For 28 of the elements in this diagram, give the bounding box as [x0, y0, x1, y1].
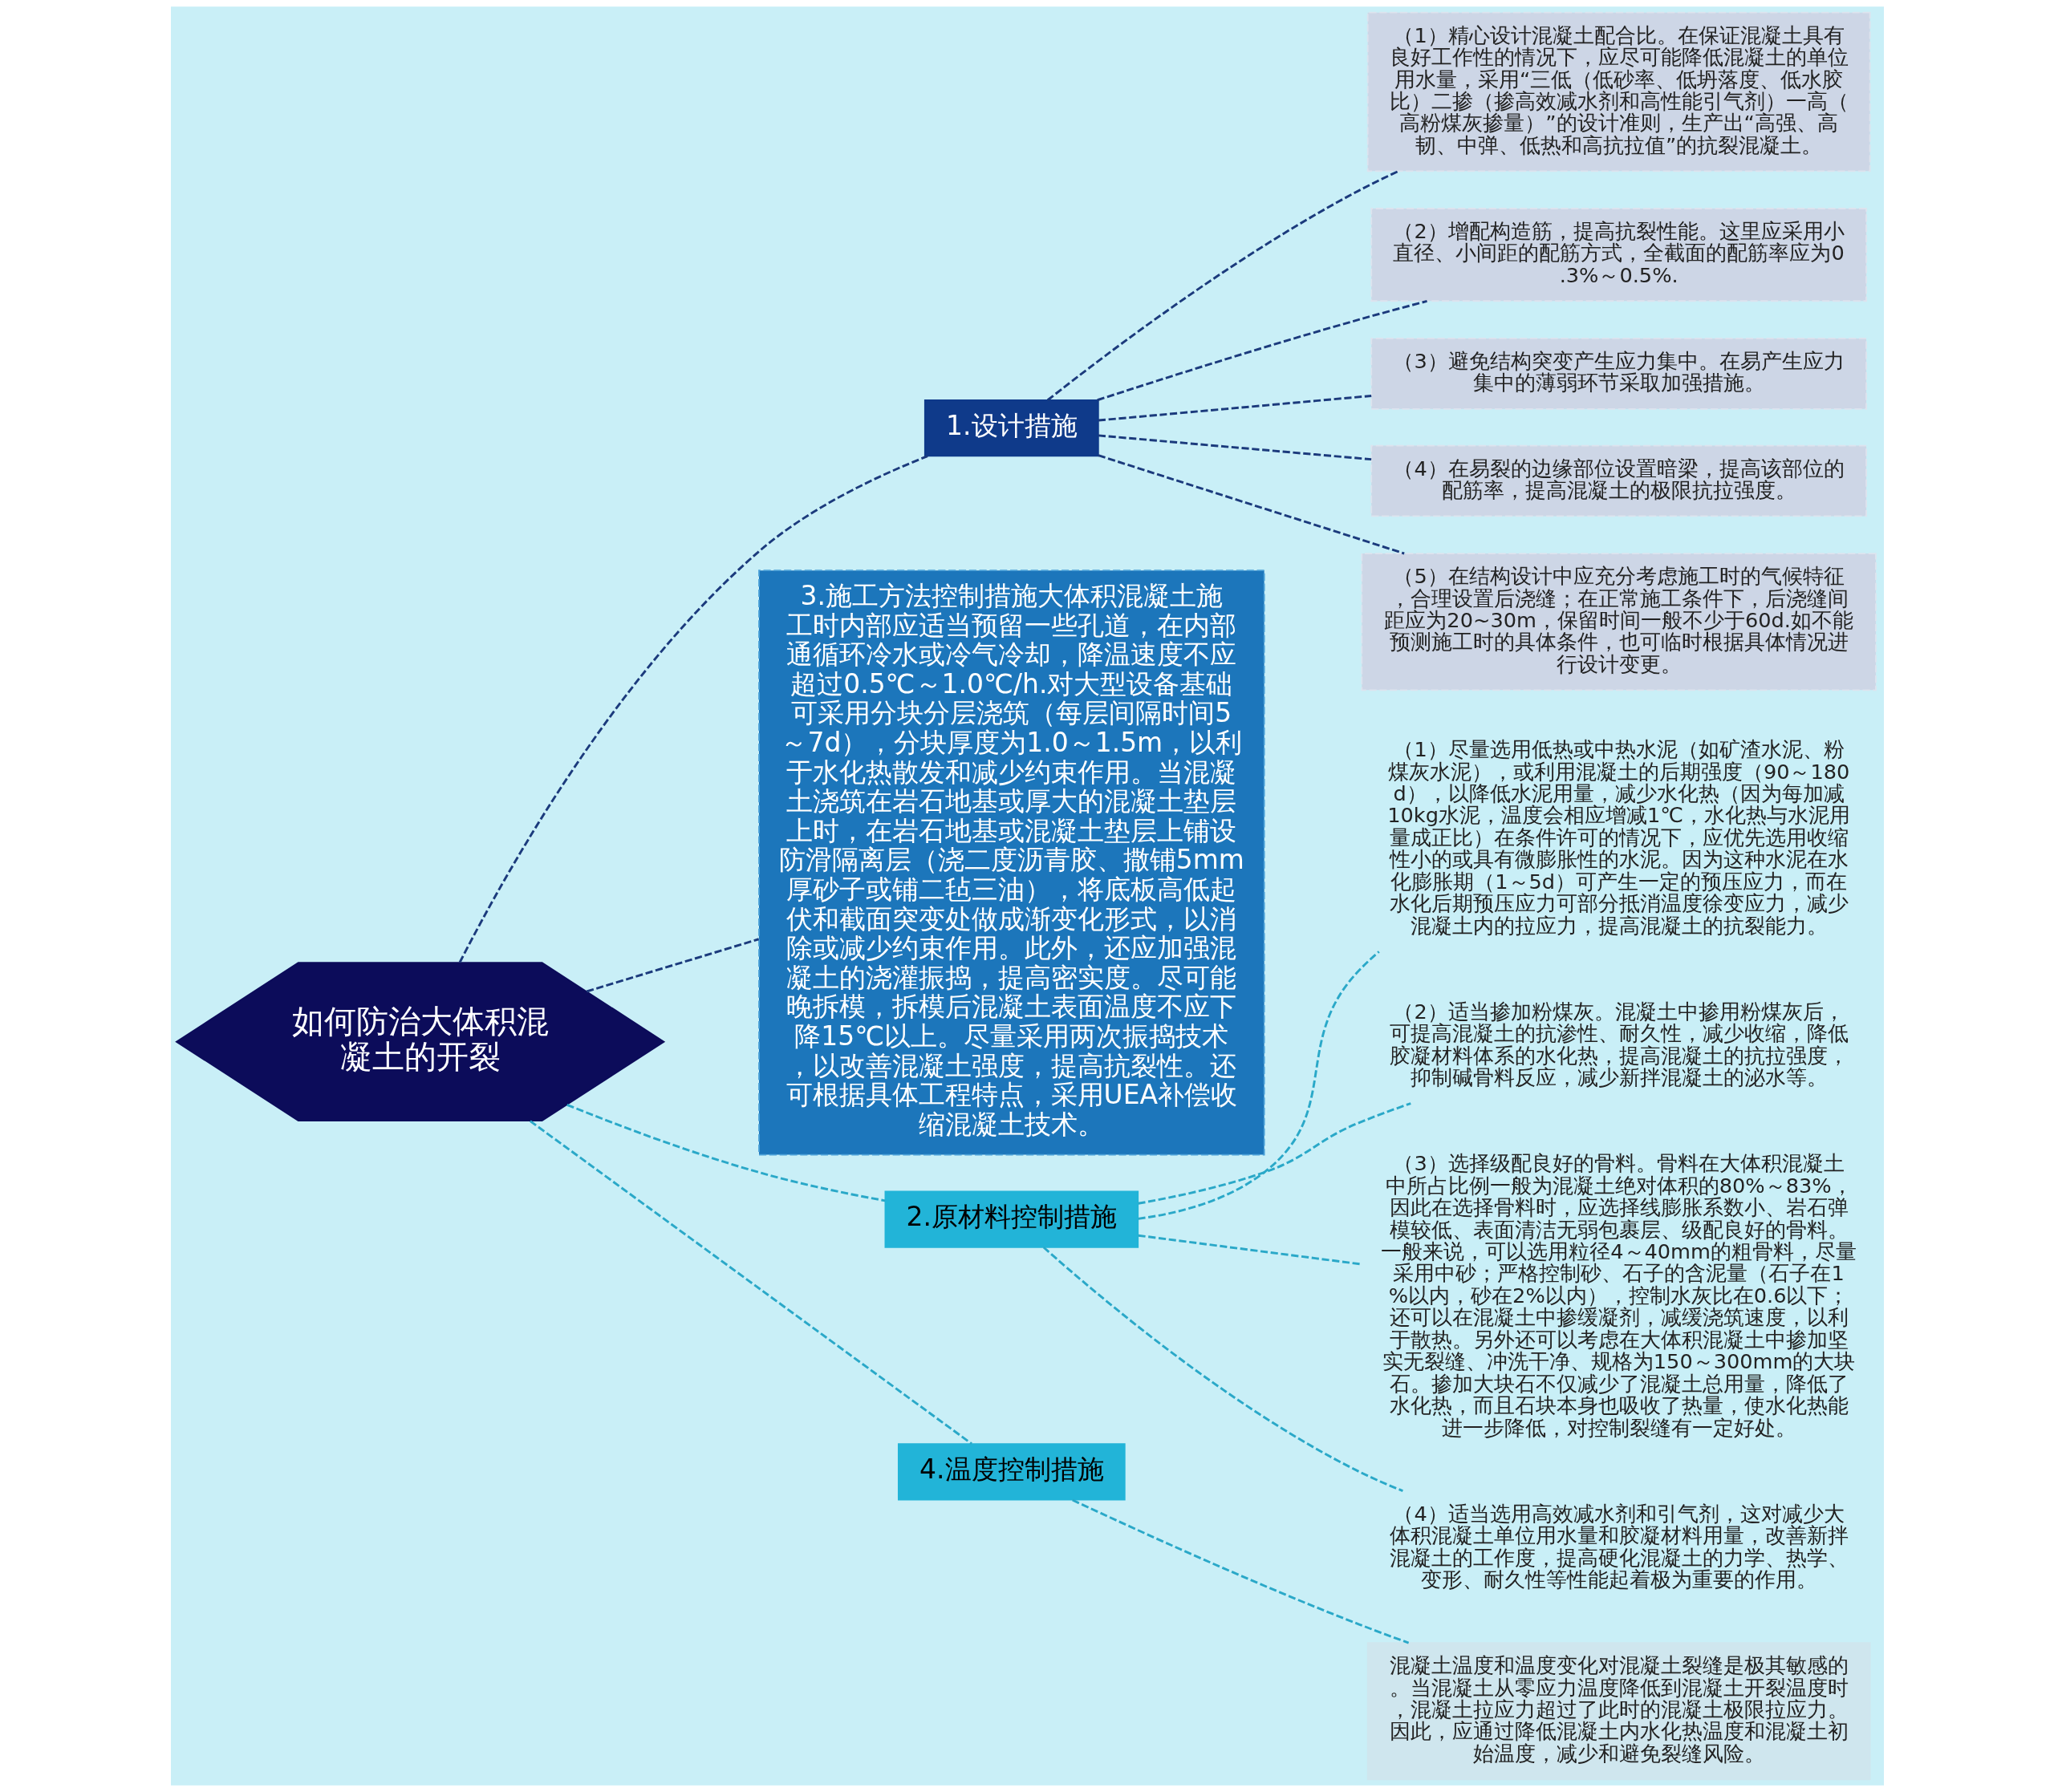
connector [1046, 170, 1399, 401]
connector [1098, 454, 1405, 555]
connector [1137, 951, 1380, 1220]
connector [1071, 1498, 1409, 1644]
node-box: 4.温度控制措施 [897, 1443, 1126, 1501]
node-box: 混凝土温度和温度变化对混凝土裂缝是极其敏感的。当混凝土从零应力温度降低到混凝土开裂温度时，混凝土拉应力超过了此时的混凝土极限拉应力。因此，应通过降低混凝土内水化热温度和混凝土初始温度，减少和避免裂缝风险。 [1366, 1642, 1871, 1781]
node-box: 1.设计措施 [923, 399, 1099, 457]
connector [566, 1103, 886, 1202]
node-box: （5）在结构设计中应充分考虑施工时的气候特征，合理设置后浇缝；在正常施工条件下，后浇缝间距应为20~30m，保留时间一般不少于60d.如不能预测施工时的具体条件，也可临时根据具体情况进行设计变更。 [1360, 553, 1877, 691]
connector [529, 1120, 972, 1445]
node-text: （2）适当掺加粉煤灰。混凝土中掺用粉煤灰后，可提高混凝土的抗渗性、耐久性，减少收缩，降低胶凝材料体系的水化热，提高混凝土的抗拉强度，抑制碱骨料反应，减少新拌混凝土的泌水等。 [1389, 999, 1849, 1090]
connector [1138, 1234, 1360, 1266]
connector [586, 938, 759, 993]
connector [1098, 434, 1371, 461]
connector [458, 455, 928, 963]
connector [1096, 300, 1427, 402]
node-box: （3）避免结构突变产生应力集中。在易产生应力集中的薄弱环节采取加强措施。 [1370, 338, 1867, 410]
node-box: 3.施工方法控制措施大体积混凝土施工时内部应适当预留一些孔道，在内部通循环冷水或冷气冷却，降温速度不应超过0.5℃～1.0℃/h.对大型设备基础可采用分块分层浇筑（每层间隔时间5～7d），分块厚度为1.0～1.5m，以利于水化热散发和减少约束作用。当混凝土浇筑在岩石地基或厚大的混凝土垫层上时，在岩石地基或混凝土垫层上铺设防滑隔离层（浇二度沥青胶、撒铺5mm厚砂子或铺二毡三油），将底板高低起伏和截面突变处做成渐变化形式，以消除或减少约束作用。此外，还应加强混凝土的浇灌振捣，提高密实度。尽可能晚拆模，拆模后混凝土表面温度不应下降15℃以上。尽量采用两次振捣技术，以改善混凝土强度，提高抗裂性。还可根据具体工程特点，采用UEA补偿收缩混凝土技术。 [757, 570, 1265, 1156]
node-box: （2）增配构造筋，提高抗裂性能。这里应采用小直径、小间距的配筋方式，全截面的配筋率应为0.3%～0.5%. [1370, 208, 1867, 302]
connector [1098, 395, 1371, 422]
node-text: （4）适当选用高效减水剂和引气剂，这对减少大体积混凝土单位用水量和胶凝材料用量，改善新拌混凝土的工作度，提高硬化混凝土的力学、热学、变形、耐久性等性能起着极为重要的作用。 [1389, 1501, 1849, 1592]
node-box: （1）精心设计混凝土配合比。在保证混凝土具有良好工作性的情况下，应尽可能降低混凝土的单位用水量，采用“三低（低砂率、低坍落度、低水胶比）二掺（掺高效减水剂和高性能引气剂）一高（高粉煤灰掺量）”的设计准则，生产出“高强、高韧、中弹、低热和高抗拉值”的抗裂混凝土。 [1366, 11, 1871, 172]
node-box: （4）在易裂的边缘部位设置暗梁，提高该部位的配筋率，提高混凝土的极限抗拉强度。 [1370, 444, 1867, 517]
node-text: （1）尽量选用低热或中热水泥（如矿渣水泥、粉煤灰水泥），或利用混凝土的后期强度（90～180d），以降低水泥用量，减少水化热（因为每加减10kg水泥，温度会相应增减1℃，水化热与水泥用量成正比）在条件许可的情况下，应优先选用收缩性小的或具有微膨胀性的水泥。因为这种水泥在水化膨胀期（1～5d）可产生一定的预压应力，而在水化后期预压应力可部分抵消温度徐变应力，减少混凝土内的拉应力，提高混凝土的抗裂能力。 [1386, 737, 1850, 938]
node-text: （3）选择级配良好的骨料。骨料在大体积混凝土中所占比例一般为混凝土绝对体积的80%～83%，因此在选择骨料时，应选择线膨胀系数小、岩石弹模较低、表面清洁无弱包裹层、级配良好的骨料。一般来说，可以选用粒径4～40mm的粗骨料，尽量采用中砂；严格控制砂、石子的含泥量（石子在1%以内，砂在2%以内），控制水灰比在0.6以下；还可以在混凝土中掺缓凝剂，减缓浇筑速度，以利于散热。另外还可以考虑在大体积混凝土中掺加坚实无裂缝、冲洗干净、规格为150～300mm的大块石。掺加大块石不仅减少了混凝土总用量，降低了水化热，而且石块本身也吸收了热量，使水化热能进一步降低，对控制裂缝有一定好处。 [1380, 1151, 1857, 1440]
node-box: 2.原材料控制措施 [884, 1190, 1139, 1248]
connector [1042, 1246, 1403, 1492]
connector [1137, 1102, 1411, 1205]
